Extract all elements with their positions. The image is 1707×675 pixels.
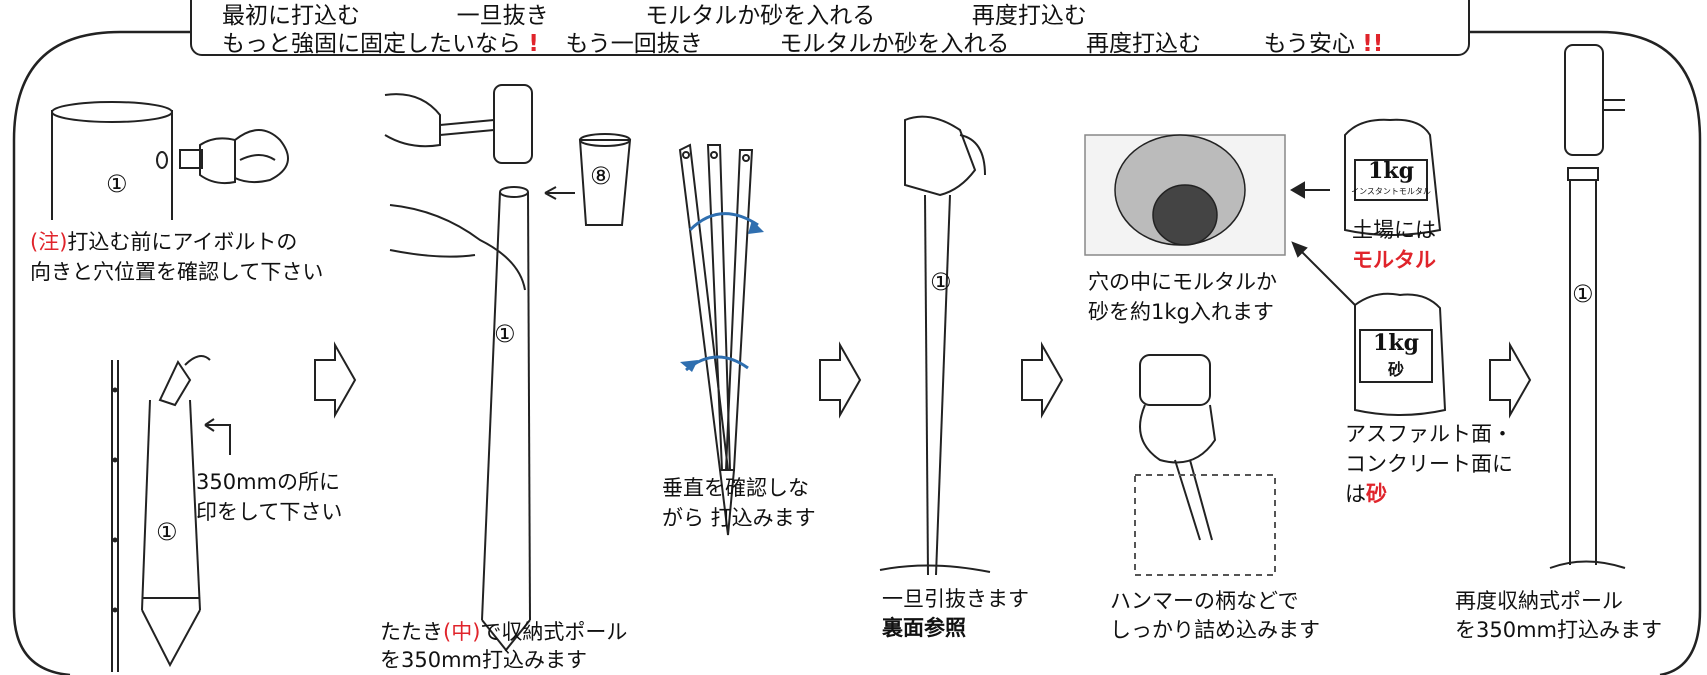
part-number: ① (1572, 280, 1594, 308)
sand-caption-2: コンクリート面に (1345, 452, 1513, 476)
vertical-caption-line-1: 垂直を確認しな (662, 476, 809, 500)
tamp-drawing (1134, 354, 1276, 576)
header-step-pull: 一旦抜き (456, 3, 549, 29)
mortar-bag-weight: 1kg (1368, 158, 1414, 184)
header-stronger: もっと強固に固定したいなら (222, 31, 521, 57)
sand-bag-type: 砂 (1387, 360, 1404, 379)
part-number: ① (494, 320, 516, 348)
vertical-caption-line-2: がら 打込みます (662, 506, 816, 530)
mortar-bag-type: インスタントモルタル (1351, 187, 1431, 196)
mortar-bag-drawing (1344, 118, 1442, 236)
header-step-redrive-2: 再度打込む (1086, 31, 1201, 57)
final-caption-line-1: 再度収納式ポール (1455, 589, 1623, 613)
part-number: ① (930, 268, 952, 296)
sand-bag-drawing (1354, 292, 1447, 416)
sand-bag-weight: 1kg (1373, 330, 1419, 356)
header-step-drive: 最初に打込む (222, 3, 360, 29)
header-step-fill-2: モルタルか砂を入れる (779, 31, 1010, 57)
header-relief: もう安心 (1263, 31, 1355, 57)
sand-caption-3: は砂 (1345, 482, 1387, 506)
mark-note-line-1: 350mmの所に (196, 470, 340, 494)
cap-number: ⑧ (590, 162, 612, 190)
final-caption-line-2: を350mm打込みます (1455, 618, 1662, 642)
hammer-caption-line-2: を350mm打込みます (380, 648, 587, 672)
hole-caption-line-2: 砂を約1kg入れます (1088, 300, 1274, 324)
header-step-pull-again: もう一回抜き (565, 31, 703, 57)
tamp-caption-line-2: しっかり詰め込みます (1110, 618, 1320, 642)
header-step-fill: モルタルか砂を入れる (645, 3, 876, 29)
header-step-redrive: 再度打込む (971, 3, 1087, 29)
final-pole-drawing (1549, 44, 1626, 569)
vertical-check-drawing (678, 143, 754, 536)
double-exclamation-icon: !! (1362, 31, 1384, 57)
pole-bottom-mark-drawing (111, 355, 231, 672)
header-line-2: もっと強固に固定したいなら ! もう一回抜き モルタルか砂を入れる 再度打込む … (222, 24, 1383, 58)
mortar-caption-2: モルタル (1352, 248, 1436, 272)
exclamation-icon: ! (528, 31, 539, 57)
part-number: ① (106, 170, 128, 198)
pull-caption-line-1: 一旦引抜きます (882, 587, 1029, 611)
eyebolt-note-line-2: 向きと穴位置を確認して下さい (30, 260, 324, 284)
pull-pole-drawing (879, 115, 991, 576)
hammer-pole-drawing (384, 84, 632, 652)
mortar-caption-1: 土場には (1352, 218, 1436, 242)
pole-top-eyebolt-drawing (51, 101, 289, 220)
eyebolt-note-line-1: (注)打込む前にアイボルトの (30, 230, 298, 254)
hole-caption-line-1: 穴の中にモルタルか (1088, 270, 1277, 294)
mortar-hole-drawing (1084, 134, 1286, 256)
hammer-caption-line-1: たたき(中)で収納式ポール (380, 620, 628, 644)
sand-caption-1: アスファルト面・ (1345, 422, 1513, 446)
header-line-1: 最初に打込む 一旦抜き モルタルか砂を入れる 再度打込む (222, 0, 1087, 30)
tamp-caption-line-1: ハンマーの柄などで (1110, 589, 1299, 613)
pull-caption-line-2: 裏面参照 (882, 616, 966, 640)
process-arrows (314, 341, 1532, 419)
mark-note-line-2: 印をして下さい (196, 500, 343, 524)
part-number: ① (156, 518, 178, 546)
header-box: 最初に打込む 一旦抜き モルタルか砂を入れる 再度打込む もっと強固に固定したい… (190, 0, 1470, 58)
